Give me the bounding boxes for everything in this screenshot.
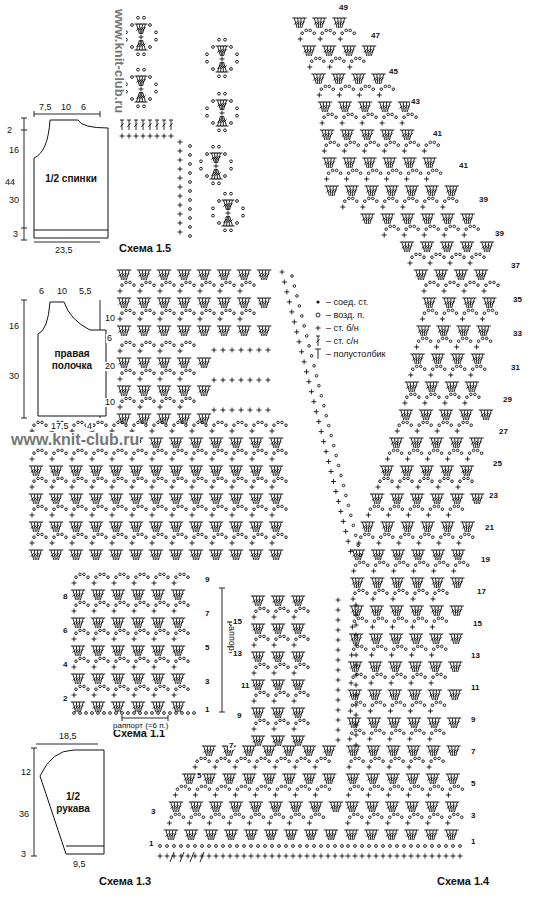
chart-label: 37 xyxy=(510,262,521,270)
chart-label: 41 xyxy=(432,130,443,138)
chart-label: 5 xyxy=(196,772,202,780)
chart-label: 16 xyxy=(8,146,20,155)
chart-title: Схема 1.4 xyxy=(436,876,490,887)
chart-label: 41 xyxy=(458,162,469,170)
piece-shape xyxy=(38,302,106,416)
chart-label: 36 xyxy=(18,810,30,819)
chart-label: 39 xyxy=(494,230,505,238)
chart-label: 30 xyxy=(8,196,20,205)
chart-label: 5,5 xyxy=(78,287,93,296)
piece-name: 1/2 рукава xyxy=(50,791,96,814)
chart-label: 49 xyxy=(338,4,349,12)
chart-label: 3 xyxy=(20,850,27,859)
chart-label: 29 xyxy=(502,396,513,404)
piece-shape xyxy=(40,750,104,854)
chart-label: 19 xyxy=(480,556,491,564)
legend-text: – соед. ст. xyxy=(325,298,369,307)
chart-label: 23,5 xyxy=(54,246,74,255)
chart-label: 9,5 xyxy=(72,860,87,869)
chart-label: 1 xyxy=(204,706,210,714)
chart-label: 39 xyxy=(478,196,489,204)
legend-text: – ст. б/н xyxy=(325,324,360,333)
chart-title: Схема 1.5 xyxy=(118,243,172,254)
chart-label: 31 xyxy=(510,364,521,372)
chart-label: 9 xyxy=(236,712,242,720)
chart-label: 12 xyxy=(20,768,32,777)
chart-label: 7 xyxy=(204,610,210,618)
chart-label: 20 xyxy=(104,362,116,371)
piece-name: 1/2 спинки xyxy=(45,173,97,185)
piece-text: правая полочка xyxy=(34,348,110,371)
piece-shape xyxy=(34,120,108,238)
chart-label: 15 xyxy=(232,618,243,626)
legend-text: – ст. с/н xyxy=(325,337,359,346)
chart-label: 1 xyxy=(148,840,154,848)
chart-label: 27 xyxy=(498,428,509,436)
chart-label: 47 xyxy=(370,32,381,40)
chart-label: 5 xyxy=(204,644,210,652)
chart-label: 7 xyxy=(470,748,476,756)
chart-title: Схема 1.3 xyxy=(98,876,152,887)
chart-label: 10 xyxy=(104,398,116,407)
chart-label: 30 xyxy=(8,372,20,381)
chart-label: 8 xyxy=(62,593,68,601)
chart-label: 10 xyxy=(104,314,116,323)
chart-label: 45 xyxy=(388,68,399,76)
pattern-piece: 1/2 спинки xyxy=(32,118,110,240)
chart-label: 11 xyxy=(470,684,480,692)
chart-label: 9 xyxy=(470,716,476,724)
chart-label: 13 xyxy=(470,652,481,660)
chart-label: 7 xyxy=(228,742,234,750)
chart-label: 15 xyxy=(472,620,483,628)
pattern-piece: 1/2 рукава xyxy=(38,748,108,856)
chart-label: 43 xyxy=(410,98,421,106)
chart-label: 1 xyxy=(470,838,476,846)
chart-label: 11 xyxy=(240,682,250,690)
chart-label: 10 xyxy=(56,287,68,296)
chart-label: 6 xyxy=(38,287,45,296)
legend-text: – возд. п. xyxy=(325,311,366,320)
chart-label: 3 xyxy=(204,678,210,686)
chart-label: 18,5 xyxy=(58,732,78,741)
chart-label: 6 xyxy=(106,334,113,343)
chart-label: 3 xyxy=(150,808,156,816)
chart-label: 44 xyxy=(4,178,16,187)
chart-label: 4 xyxy=(86,422,93,431)
chart-label: 6 xyxy=(62,627,68,635)
pattern-piece: правая полочка xyxy=(34,300,110,418)
chart-label: 2 xyxy=(6,126,13,135)
chart-label: 10 xyxy=(60,103,72,112)
chart-label: 33 xyxy=(512,330,523,338)
chart-label: 17,5 xyxy=(50,422,70,431)
chart-label: 6 xyxy=(80,103,87,112)
chart-label: 35 xyxy=(512,296,523,304)
piece-text: 1/2 рукава xyxy=(38,791,108,814)
chart-label: 16 xyxy=(8,322,20,331)
slip-stitch-dots xyxy=(316,300,319,303)
chart-label: 21 xyxy=(484,524,495,532)
piece-name: правая полочка xyxy=(46,348,98,371)
chart-label: 4 xyxy=(62,661,68,669)
chart-label: 17 xyxy=(476,588,487,596)
watermark: www.knit-club.ru xyxy=(10,432,140,448)
watermark: www.knit-club.ru xyxy=(113,8,126,114)
chart-label: раппорт (=6 п.) xyxy=(112,722,169,730)
chart-label: 9 xyxy=(204,576,210,584)
chart-label: 5 xyxy=(470,780,476,788)
chart-label: 3 xyxy=(470,812,476,820)
chart-label: 23 xyxy=(488,492,499,500)
chart-label: 25 xyxy=(492,460,503,468)
chart-label: 13 xyxy=(232,650,243,658)
chart-label: 3 xyxy=(12,230,19,239)
piece-text: 1/2 спинки xyxy=(32,173,110,185)
legend-text: – полустолбик xyxy=(325,350,387,359)
chart-label: 2 xyxy=(62,695,68,703)
chart-label: 7,5 xyxy=(38,103,53,112)
